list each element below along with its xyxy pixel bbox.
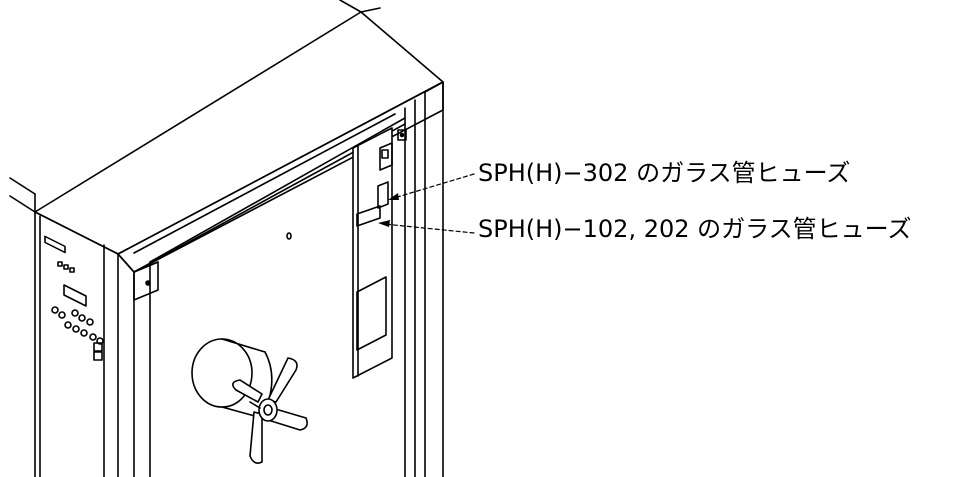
fuse-102-202-label: SPH(H)−102, 202 のガラス管ヒューズ	[478, 215, 912, 243]
leader-line-fuse-102-202	[383, 223, 475, 234]
fuse-302-holder	[377, 181, 389, 209]
circuit-board	[352, 127, 407, 379]
arrow-heads	[378, 193, 399, 227]
leader-lines	[383, 173, 475, 234]
inner-back-panel	[133, 232, 292, 477]
cabinet-frame	[9, 0, 444, 477]
fuse-102-202-holder	[356, 205, 381, 227]
fuse-302-label: SPH(H)−302 のガラス管ヒューズ	[478, 159, 851, 187]
arrow-head-fuse-102-202	[378, 220, 390, 227]
leader-line-fuse-302	[393, 173, 475, 199]
arrow-head-fuse-302	[388, 193, 399, 200]
fan	[191, 338, 308, 464]
control-panel	[44, 235, 104, 361]
